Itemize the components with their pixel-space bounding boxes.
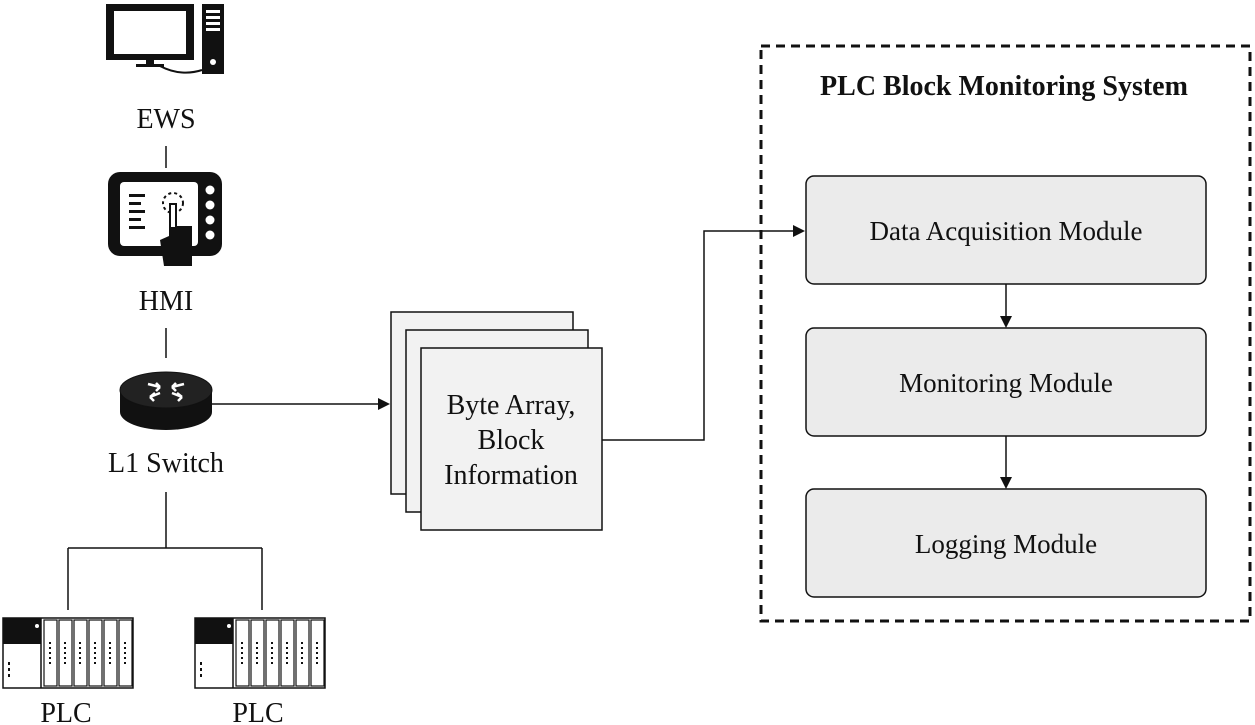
router-icon [119, 371, 213, 430]
byte-array-line3: Information [444, 460, 578, 491]
logging-label: Logging Module [915, 529, 1097, 559]
computer-icon [106, 4, 224, 74]
switch-label: L1 Switch [108, 448, 224, 479]
hmi-label: HMI [139, 286, 193, 317]
data-acquisition-module: Data Acquisition Module [805, 175, 1207, 285]
ews-label: EWS [136, 104, 195, 135]
touch-screen-icon [108, 172, 222, 266]
monitoring-system-boundary [759, 44, 1252, 623]
monitoring-module: Monitoring Module [805, 327, 1207, 437]
system-title: PLC Block Monitoring System [820, 71, 1188, 102]
byte-array-line1: Byte Array, [447, 390, 576, 421]
plc-rack-icon [194, 617, 326, 689]
logging-module: Logging Module [805, 488, 1207, 598]
byte-array-line2: Block [478, 425, 545, 456]
plc-left-label: PLC [40, 698, 91, 725]
monitoring-label: Monitoring Module [899, 368, 1113, 398]
plc-rack-icon [2, 617, 134, 689]
data-acquisition-label: Data Acquisition Module [870, 216, 1143, 246]
switch-plc-links [67, 492, 263, 610]
byte-array-stack [390, 311, 603, 531]
plc-right-label: PLC [232, 698, 283, 725]
bytearray-to-acquisition-arrow [602, 225, 805, 441]
